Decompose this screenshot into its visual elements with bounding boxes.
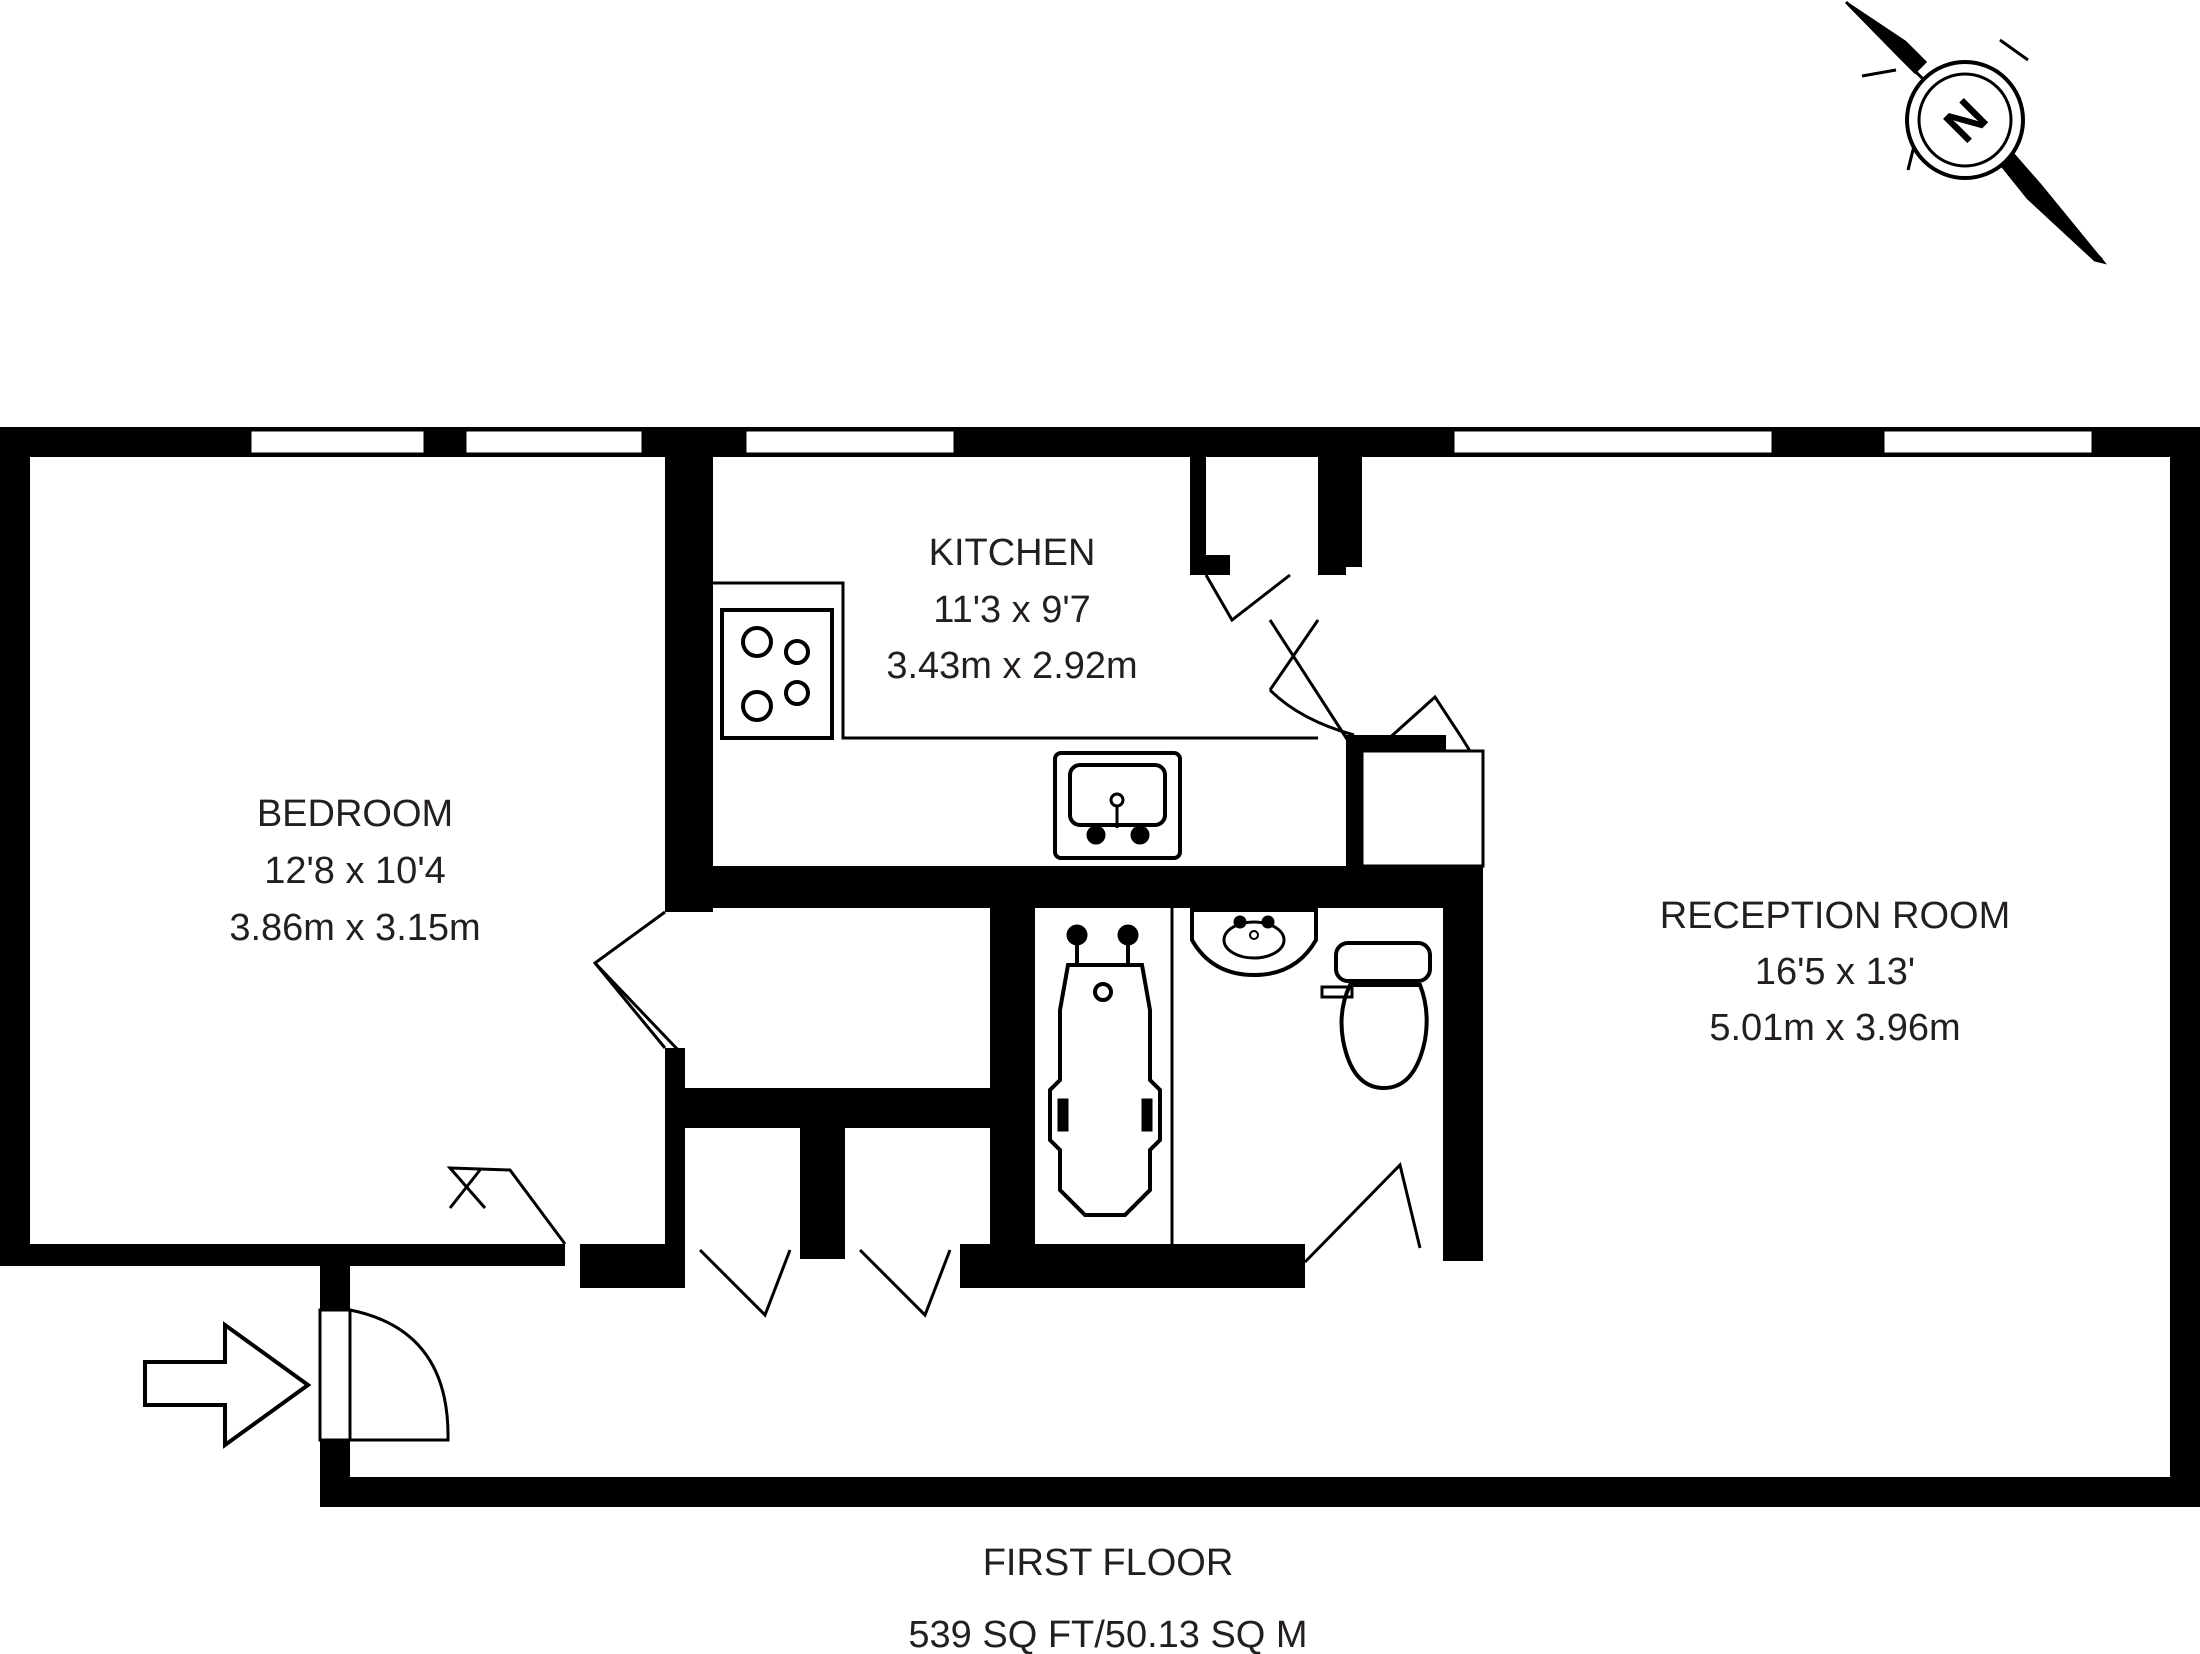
hob-icon bbox=[720, 608, 834, 740]
bathroom-fittings bbox=[1048, 908, 1432, 1244]
bath-icon bbox=[1048, 924, 1162, 1217]
bedroom-metric: 3.86m x 3.15m bbox=[229, 907, 480, 949]
kitchen-imperial: 11'3 x 9'7 bbox=[933, 589, 1090, 631]
reception-cupboard-door bbox=[1360, 694, 1485, 868]
windows bbox=[248, 428, 2095, 456]
entrance-arrow-icon bbox=[143, 1321, 312, 1449]
north-compass-icon: N bbox=[1844, 0, 2108, 265]
kitchen-metric: 3.43m x 2.92m bbox=[886, 645, 1137, 687]
sink-icon bbox=[1053, 751, 1182, 860]
reception-metric: 5.01m x 3.96m bbox=[1709, 1007, 1960, 1049]
floor-summary: FIRST FLOOR 539 SQ FT/50.13 SQ M bbox=[908, 1542, 1307, 1654]
reception-imperial: 16'5 x 13' bbox=[1755, 951, 1915, 993]
kitchen-fittings bbox=[713, 573, 1356, 860]
bedroom-name: BEDROOM bbox=[257, 793, 453, 835]
entrance-door bbox=[318, 1308, 450, 1442]
kitchen-label: KITCHEN 11'3 x 9'7 3.43m x 2.92m bbox=[886, 532, 1137, 687]
hall-cupboard-doors bbox=[698, 1162, 1422, 1318]
reception-name: RECEPTION ROOM bbox=[1660, 895, 2010, 937]
reception-label: RECEPTION ROOM 16'5 x 13' 5.01m x 3.96m bbox=[1660, 895, 2010, 1049]
bedroom-label: BEDROOM 12'8 x 10'4 3.86m x 3.15m bbox=[229, 793, 480, 949]
bedroom-doors bbox=[446, 910, 682, 1245]
floor-name: FIRST FLOOR bbox=[983, 1542, 1234, 1584]
toilet-icon bbox=[1320, 941, 1432, 1091]
kitchen-name: KITCHEN bbox=[929, 532, 1096, 574]
bedroom-imperial: 12'8 x 10'4 bbox=[264, 850, 445, 892]
floor-area: 539 SQ FT/50.13 SQ M bbox=[908, 1614, 1307, 1654]
basin-icon bbox=[1190, 908, 1318, 978]
